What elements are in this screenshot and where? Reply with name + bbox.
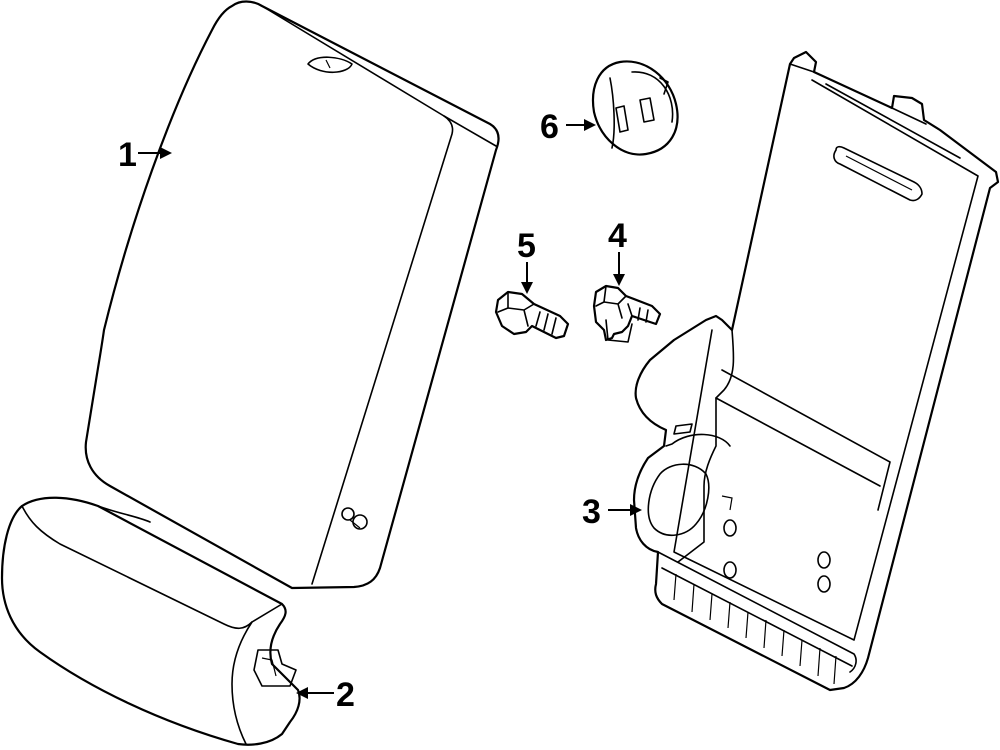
part-3-seat-back-frame bbox=[632, 50, 1000, 692]
callout-6-label: 6 bbox=[540, 108, 559, 146]
callout-2-label: 2 bbox=[336, 676, 355, 714]
callout-6-leader bbox=[566, 119, 596, 131]
callout-2-leader bbox=[296, 687, 334, 699]
callout-3-leader bbox=[608, 504, 642, 516]
part-1-seat-back-cushion bbox=[84, 0, 500, 590]
part-2-seat-cushion bbox=[0, 496, 301, 746]
part-4-bolt-with-bracket bbox=[592, 284, 662, 343]
callout-4-label: 4 bbox=[608, 217, 627, 255]
callout-4-leader bbox=[613, 252, 625, 286]
callout-3-label: 3 bbox=[582, 493, 601, 531]
callout-1-leader bbox=[138, 147, 172, 159]
part-6-clip bbox=[592, 60, 679, 156]
callout-1-label: 1 bbox=[118, 136, 137, 174]
callout-5-label: 5 bbox=[517, 227, 536, 265]
callout-5-leader bbox=[521, 262, 533, 294]
part-5-bolt bbox=[494, 290, 570, 340]
